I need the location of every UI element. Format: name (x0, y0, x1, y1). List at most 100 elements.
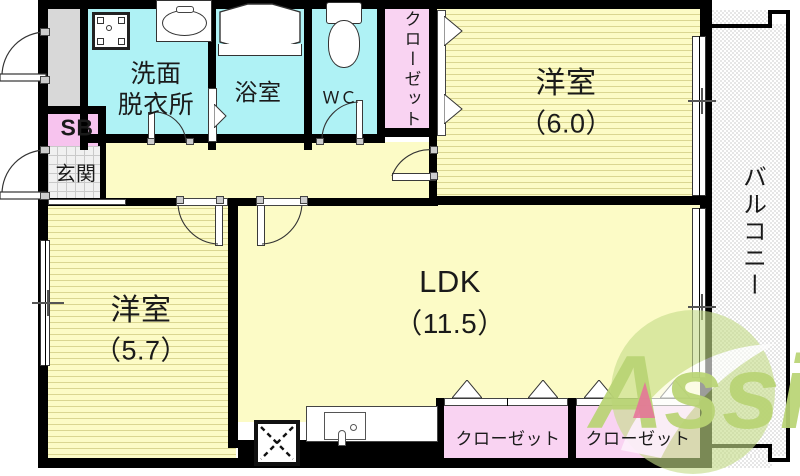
closet-top-door-strip[interactable] (437, 10, 446, 136)
label-closet-bottom-right: クローゼット (585, 429, 691, 449)
balcony-outline-step-top (768, 10, 772, 28)
room-fill-closet-top (385, 8, 437, 136)
window-bedroom6-mark-v (701, 88, 703, 114)
label-washroom-line2: 脱衣所 (117, 91, 195, 119)
wall-closet-bottom-band (436, 398, 444, 406)
folding-door-icon (213, 102, 227, 130)
wall-outer-top (38, 0, 712, 9)
label-bedroom-a-area: （6.0） (518, 108, 614, 139)
wall-closet-bottom-top-left (436, 398, 444, 460)
balcony-outline-top (712, 24, 772, 28)
label-sb: SB (60, 114, 94, 141)
balcony-outline-bottom (712, 444, 772, 448)
entry-door-upper-hinge-bottom (40, 76, 50, 84)
wall-closet-bedroom (429, 0, 437, 204)
bedroom57-door-swing (176, 200, 222, 248)
window-ldk-mullion (699, 208, 700, 378)
label-balcony: バルコニー (738, 164, 766, 300)
folding-door-icon (582, 379, 616, 399)
wall-bedroom57-right (228, 198, 238, 448)
sink-drain-icon (350, 424, 357, 431)
entry-door-lower-hinge-top (40, 146, 50, 154)
closet-top-fold-marker-2 (443, 92, 464, 126)
label-ldk-area: （11.5） (394, 308, 506, 339)
window-ldk-mark-v (701, 294, 703, 320)
bedroom57-door-knob-right (216, 196, 224, 204)
closet-br-fold-2 (658, 379, 692, 400)
room-fill-bedroom-6 (437, 8, 700, 204)
label-closet-top: クローゼット (401, 10, 421, 130)
folding-door-icon (658, 379, 692, 399)
label-bedroom-a-name: 洋室 (535, 67, 597, 100)
window-bedroom57-top[interactable] (48, 199, 126, 205)
wall-closet-bottom-divider (568, 398, 576, 460)
washer-pan-corner-tl (97, 17, 104, 24)
window-bedroom6-mullion (699, 36, 700, 196)
closet-bl-fold-1 (450, 379, 484, 400)
label-closet-bottom-left: クローゼット (455, 429, 561, 449)
bath-door-marker (213, 102, 228, 130)
kitchen-faucet-icon (338, 430, 346, 446)
label-bath: 浴室 (234, 79, 282, 105)
wall-washbath (208, 0, 216, 150)
wash-basin-icon (162, 10, 207, 36)
closet-top-fold-marker-1 (443, 14, 464, 48)
room-fill-genkan (48, 146, 106, 202)
washer-pan-corner-br (118, 38, 125, 45)
toilet-bowl-icon (328, 20, 360, 68)
wall-hall-bottom-right (238, 198, 438, 206)
wall-washroom-left (80, 0, 88, 150)
wall-bedroom6-bottom (429, 196, 701, 205)
label-bedroom-b-area: （5.7） (93, 335, 189, 366)
washroom-door-left-knob (147, 138, 155, 145)
wall-outer-bottom (38, 458, 712, 468)
room-fill-bedroom-57 (48, 202, 236, 458)
ldk-door-swing (258, 200, 306, 248)
bedroom6-door-hinge-bottom (430, 172, 438, 180)
washer-pan-corner-tr (118, 17, 125, 24)
wall-wc-closet (377, 0, 385, 142)
ldk-door-knob-left (256, 196, 264, 204)
closet-br-fold-1 (582, 379, 616, 400)
wall-sb-top (44, 106, 106, 114)
closet-br-door-divider (639, 398, 640, 406)
folding-door-icon (450, 379, 484, 399)
room-fill-hall (106, 142, 436, 204)
door-swing-icon (177, 201, 219, 245)
door-swing-icon (261, 201, 303, 245)
wall-hall-bottom-left (106, 198, 236, 206)
wc-door-swing (318, 100, 360, 144)
door-swing-icon (391, 149, 435, 177)
closet-bl-door-strip[interactable] (444, 398, 568, 406)
bedroom57-door-knob-left (176, 196, 184, 204)
washer-pan-corner-bl (97, 38, 104, 45)
stove-icon (254, 420, 300, 466)
balcony-outline-step-top2 (768, 10, 790, 14)
closet-bl-fold-2 (526, 379, 560, 400)
bedroom6-door-swing (390, 148, 438, 178)
ldk-door-knob-right (300, 196, 308, 204)
balcony-outline-step-bottom (768, 458, 790, 462)
wc-door-knob-left (316, 138, 324, 145)
wall-sb-right (98, 106, 106, 146)
closet-bl-door-divider (507, 398, 508, 406)
washer-drain-icon (106, 25, 112, 31)
folding-door-icon (526, 379, 560, 399)
basin-faucet-icon (176, 6, 194, 13)
window-bedroom57-mark-v (47, 290, 49, 316)
door-swing-icon (321, 101, 359, 141)
wall-sanitary-bottom (80, 134, 385, 143)
washroom-door-swing-left (152, 110, 196, 144)
wall-closet-top-bottom (377, 128, 437, 137)
folding-door-icon (443, 14, 463, 48)
balcony-outline-right (786, 10, 790, 462)
label-wc: ＷＣ (322, 88, 358, 108)
door-swing-icon (153, 111, 187, 143)
entry-door-lower-hinge-bottom (40, 192, 50, 200)
label-ldk-name: LDK (419, 264, 481, 299)
label-genkan: 玄関 (55, 163, 97, 186)
washroom-door-right-knob (186, 138, 194, 145)
bathtub-apron (218, 44, 302, 56)
label-washroom-line1: 洗面 (130, 60, 182, 88)
